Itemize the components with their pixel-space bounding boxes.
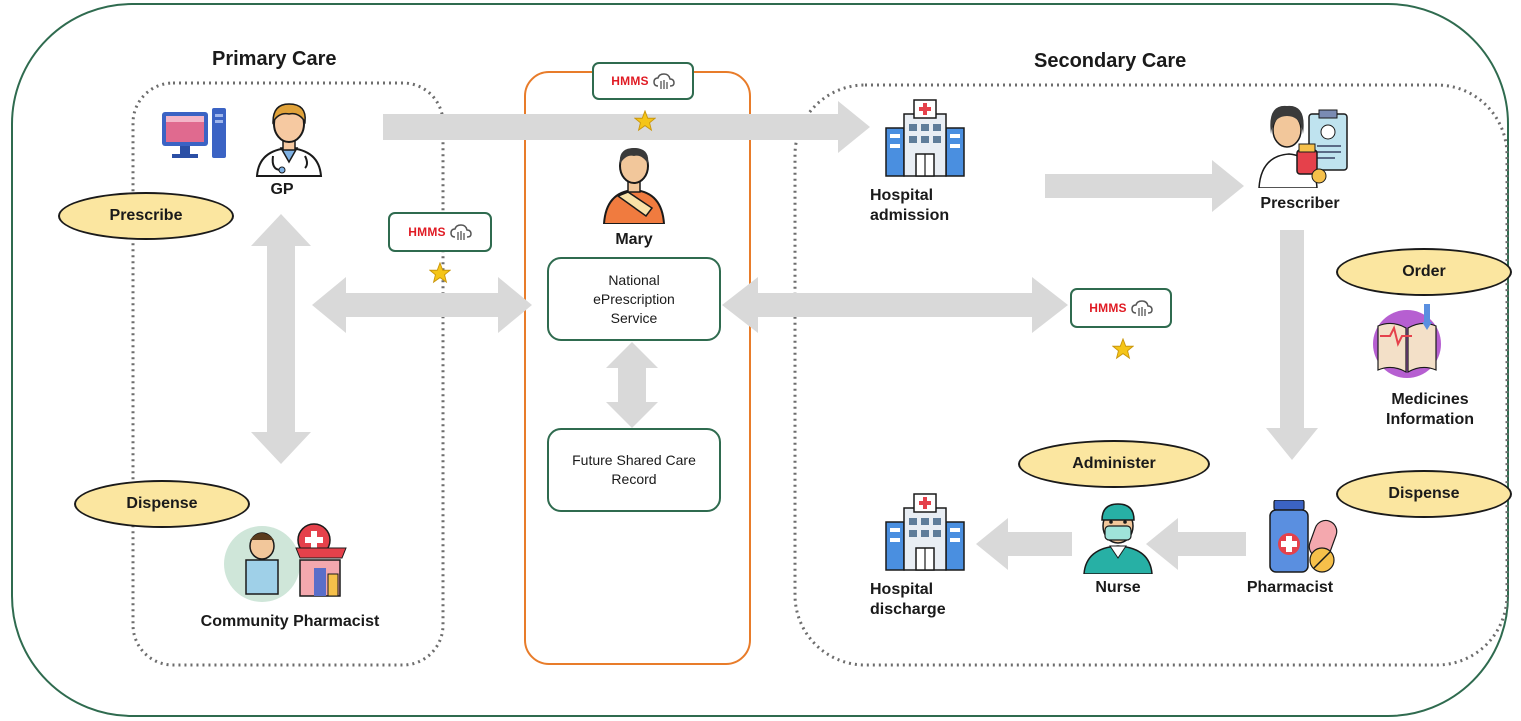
hmms-label: HMMS bbox=[408, 225, 446, 239]
pharmacist-label: Pharmacist bbox=[1246, 579, 1334, 596]
computer-icon bbox=[162, 108, 226, 158]
arrow-gp-to-community-pharmacist bbox=[251, 214, 311, 464]
cloud-icon bbox=[652, 73, 675, 89]
prescriber-label: Prescriber bbox=[1260, 195, 1340, 212]
community-pharmacist-label: Community Pharmacist bbox=[200, 613, 380, 630]
hmms-badge-primary: HMMS bbox=[388, 212, 492, 252]
outer-frame bbox=[11, 3, 1509, 717]
hmms-badge-secondary: HMMS bbox=[1070, 288, 1172, 328]
future-shared-care-record-label: Future Shared Care Record bbox=[572, 452, 696, 487]
medicines-information-label: Medicines Information bbox=[1386, 391, 1474, 428]
arrow-nurse-to-discharge bbox=[976, 518, 1072, 570]
star-icon bbox=[429, 262, 451, 284]
prescriber-icon bbox=[1258, 105, 1348, 188]
primary-care-title: Primary Care bbox=[212, 48, 337, 70]
cloud-icon bbox=[449, 224, 472, 240]
administer-pill: Administer bbox=[1018, 440, 1210, 488]
hmms-badge-top: HMMS bbox=[592, 62, 694, 100]
dispense-secondary-pill: Dispense bbox=[1336, 470, 1512, 518]
arrow-gp-to-hospital bbox=[383, 101, 870, 153]
arrow-admission-to-prescriber bbox=[1045, 160, 1244, 212]
order-pill: Order bbox=[1336, 248, 1512, 296]
secondary-care-title: Secondary Care bbox=[1034, 50, 1187, 72]
star-icon bbox=[1112, 338, 1134, 360]
national-eprescription-label: National ePrescription Service bbox=[593, 271, 675, 326]
hospital-icon bbox=[885, 99, 965, 177]
flow-arrows bbox=[251, 101, 1318, 570]
hmms-label: HMMS bbox=[611, 74, 649, 88]
hmms-label: HMMS bbox=[1089, 301, 1127, 315]
cloud-icon bbox=[1130, 300, 1153, 316]
pharmacy-icon bbox=[224, 523, 347, 602]
hospital-icon bbox=[885, 493, 965, 571]
arrow-eprescription-to-secondary bbox=[722, 277, 1068, 333]
mary-label: Mary bbox=[615, 231, 653, 248]
star-icon bbox=[634, 110, 656, 132]
arrow-eprescription-to-shared-record bbox=[606, 342, 658, 428]
hospital-discharge-label: Hospital discharge bbox=[870, 581, 946, 618]
arrow-primary-to-eprescription bbox=[312, 277, 532, 333]
medicine-bottle-icon bbox=[1269, 500, 1338, 573]
nurse-icon bbox=[1083, 503, 1153, 574]
primary-care-box bbox=[131, 81, 445, 667]
nurse-label: Nurse bbox=[1095, 579, 1141, 596]
future-shared-care-record: Future Shared Care Record bbox=[547, 428, 721, 512]
hospital-admission-label: Hospital admission bbox=[870, 187, 950, 224]
secondary-care-box bbox=[793, 83, 1509, 667]
medicines-book-icon bbox=[1373, 304, 1441, 378]
patient-icon bbox=[602, 148, 666, 224]
arrow-prescriber-to-pharmacist bbox=[1266, 230, 1318, 460]
prescribe-pill: Prescribe bbox=[58, 192, 234, 240]
dispense-primary-pill: Dispense bbox=[74, 480, 250, 528]
arrow-pharmacist-to-nurse bbox=[1146, 518, 1246, 570]
doctor-icon bbox=[255, 103, 323, 177]
national-eprescription-service: National ePrescription Service bbox=[547, 257, 721, 341]
gp-label: GP bbox=[270, 181, 294, 198]
